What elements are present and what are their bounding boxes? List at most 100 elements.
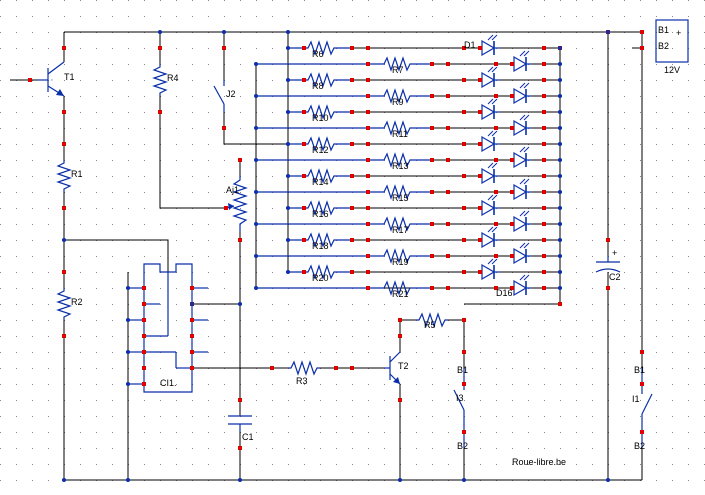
transistor-t2	[384, 351, 401, 385]
pin-marker	[28, 78, 32, 82]
pin-marker	[190, 318, 194, 322]
pin-marker	[430, 254, 434, 258]
pin-marker	[542, 158, 546, 162]
switch-j2	[213, 80, 225, 112]
pin-marker	[366, 174, 370, 178]
pin-marker	[542, 94, 546, 98]
credit-text: Roue-libre.be	[512, 457, 566, 467]
pin-marker	[462, 46, 466, 50]
label-r15: R15	[392, 193, 409, 203]
pin-marker	[62, 46, 66, 50]
junction-dot	[222, 30, 226, 34]
label-r1: R1	[71, 169, 83, 179]
pin-marker	[446, 62, 450, 66]
pin-marker	[510, 222, 514, 226]
pin-marker	[640, 430, 644, 434]
pin-marker	[190, 286, 194, 290]
label-t1: T1	[64, 72, 75, 82]
pin-marker	[158, 46, 162, 50]
junction-dot	[126, 286, 130, 290]
label-battery-b2: B2	[658, 41, 669, 51]
pin-marker	[510, 158, 514, 162]
pin-marker	[366, 94, 370, 98]
pin-marker	[462, 430, 466, 434]
pin-marker	[430, 222, 434, 226]
pin-marker	[350, 206, 354, 210]
pin-marker	[222, 126, 226, 130]
junction-dot	[238, 478, 242, 482]
pin-marker	[494, 222, 498, 226]
label-r8: R8	[312, 81, 324, 91]
junction-dot	[398, 478, 402, 482]
label-battery-b1: B1	[658, 25, 669, 35]
label-c2-plus: +	[612, 248, 617, 258]
pin-marker	[510, 94, 514, 98]
resistor-r20	[288, 264, 352, 280]
pin-marker	[494, 126, 498, 130]
pin-marker	[350, 174, 354, 178]
pin-marker	[142, 350, 146, 354]
resistor-r12	[288, 136, 352, 152]
pin-marker	[494, 254, 498, 258]
junction-dot	[126, 382, 130, 386]
pin-marker	[302, 206, 306, 210]
junction-dot	[126, 318, 130, 322]
pin-marker	[430, 286, 434, 290]
pin-marker	[446, 190, 450, 194]
junction-dot	[558, 142, 562, 146]
junction-dot	[126, 478, 130, 482]
junction-dot	[558, 254, 562, 258]
junction-dot	[606, 30, 610, 34]
junction-dot	[254, 126, 258, 130]
label-r14: R14	[312, 177, 329, 187]
pin-marker	[366, 222, 370, 226]
junction-dot	[558, 158, 562, 162]
label-i1: I1	[632, 394, 640, 404]
pin-marker	[62, 270, 66, 274]
pin-marker	[142, 366, 146, 370]
label-r4: R4	[167, 73, 179, 83]
label-i3: I3	[456, 393, 464, 403]
pin-marker	[478, 142, 482, 146]
resistor-r16	[288, 200, 352, 216]
resistor-r7	[256, 56, 432, 72]
pin-marker	[542, 190, 546, 194]
junction-dot	[254, 286, 258, 290]
junction-dot	[286, 238, 290, 242]
junction-dot	[62, 478, 66, 482]
resistor-ladder	[256, 40, 432, 296]
pin-marker	[366, 286, 370, 290]
battery-12v	[655, 19, 689, 63]
pin-marker	[446, 158, 450, 162]
pin-marker	[366, 78, 370, 82]
junction-dot	[558, 206, 562, 210]
pin-marker	[350, 78, 354, 82]
junction-dot	[286, 78, 290, 82]
pin-marker	[430, 62, 434, 66]
pin-marker	[462, 206, 466, 210]
junction-dot	[254, 222, 258, 226]
capacitor-c2	[595, 256, 621, 273]
pin-marker	[366, 254, 370, 258]
label-i1-b1: B1	[634, 365, 645, 375]
pin-marker	[494, 158, 498, 162]
junction-dot	[158, 30, 162, 34]
pin-marker	[478, 270, 482, 274]
ic-ci1	[128, 263, 208, 393]
junction-dot	[286, 142, 290, 146]
junction-dot	[190, 302, 194, 306]
pin-marker	[430, 158, 434, 162]
pin-marker	[510, 62, 514, 66]
junction-dot	[558, 190, 562, 194]
pin-marker	[224, 206, 228, 210]
label-r3: R3	[296, 376, 308, 386]
label-i1-b2: B2	[634, 441, 645, 451]
capacitor-c1	[228, 415, 252, 432]
junction-dot	[254, 254, 258, 258]
resistor-r2	[56, 288, 72, 320]
switch-i3	[453, 368, 465, 448]
pin-marker	[542, 62, 546, 66]
pin-marker	[398, 318, 402, 322]
